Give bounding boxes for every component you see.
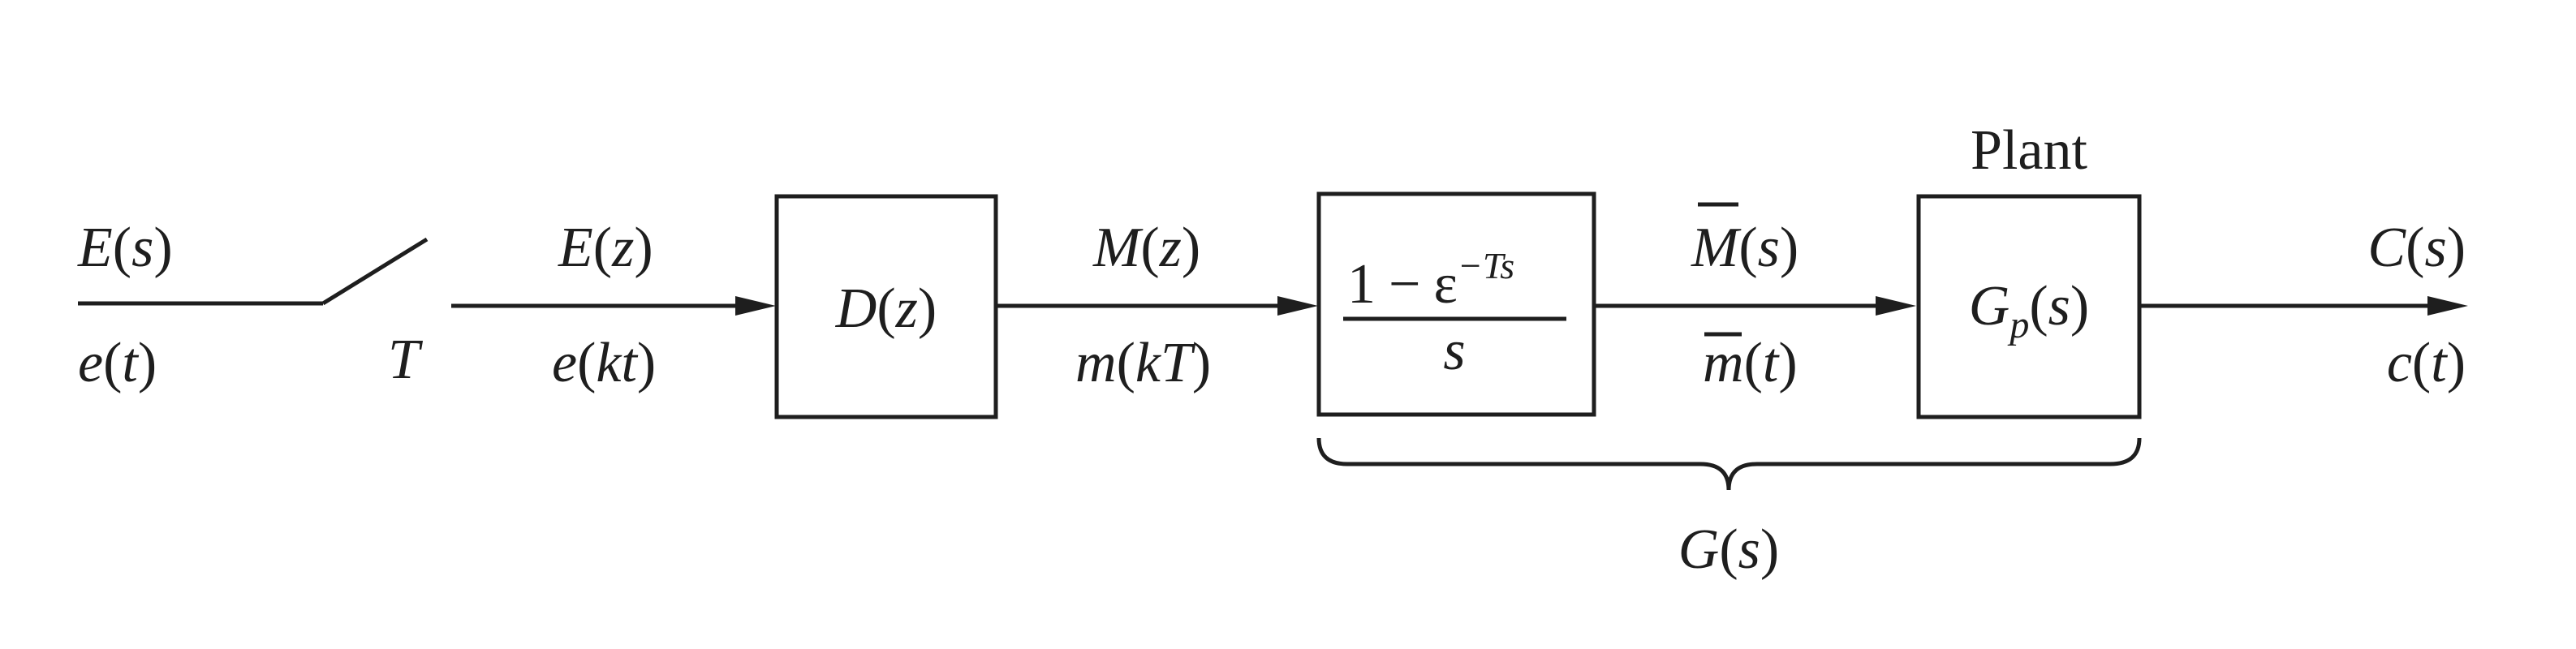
input-time-label: e(t) — [78, 332, 157, 394]
combined-underbrace — [1316, 437, 2142, 491]
sampled-time-label: e(kt) — [552, 332, 656, 394]
sampler-switch-blade — [321, 237, 429, 306]
controller-output-time-label: m(kT) — [1075, 332, 1211, 394]
zoh-input-arrowhead — [1277, 296, 1318, 316]
output-arrowhead — [2427, 296, 2468, 316]
zoh-denominator: s — [1443, 320, 1465, 382]
plant-block — [1916, 194, 2142, 419]
zoh-numerator: 1−ε−Ts — [1347, 245, 1514, 316]
plant-heading: Plant — [1971, 119, 2087, 182]
output-laplace-label: C(s) — [2367, 217, 2466, 279]
controller-output-z-label: M(z) — [1092, 217, 1200, 279]
sampling-period-label: T — [388, 329, 424, 391]
controller-label: D(z) — [835, 277, 937, 340]
combined-transfer-label: G(s) — [1678, 518, 1779, 581]
sampled-z-label: E(z) — [558, 217, 653, 279]
input-laplace-label: E(s) — [77, 217, 173, 279]
controller-block — [774, 194, 998, 419]
zoh-block — [1316, 191, 1596, 417]
controller-input-arrowhead — [735, 296, 776, 316]
plant-label: Gp(s) — [1969, 275, 2089, 346]
output-time-label: c(t) — [2387, 332, 2466, 394]
zoh-output-time-label: m(t) — [1703, 332, 1798, 394]
plant-input-arrowhead — [1876, 296, 1916, 316]
zoh-output-laplace-label: M(s) — [1691, 217, 1798, 279]
